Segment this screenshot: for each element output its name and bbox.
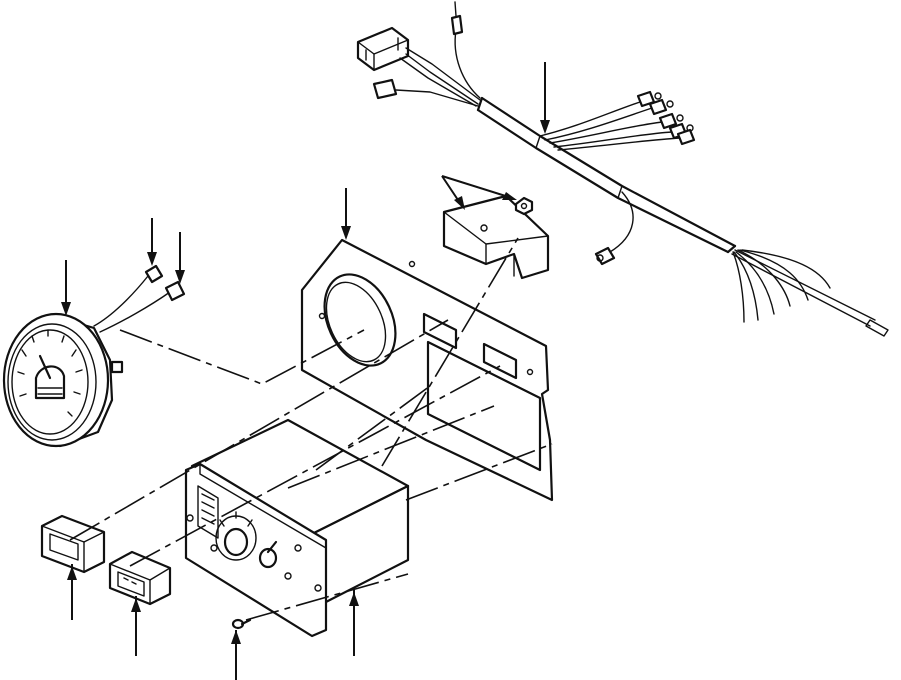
instrument-panel xyxy=(300,188,554,502)
harness-plug xyxy=(372,78,479,107)
control-box xyxy=(184,418,410,656)
bulb-sockets xyxy=(144,218,186,302)
switch-plate xyxy=(108,550,172,656)
harness-terminals xyxy=(636,90,696,146)
assembly-center-lines xyxy=(69,237,553,621)
harness-connector-block xyxy=(356,26,410,72)
gauge xyxy=(2,260,171,448)
bracket-nut xyxy=(514,196,534,216)
toggle-switch xyxy=(258,540,278,569)
screw xyxy=(231,618,252,680)
indicator-lens xyxy=(40,514,106,620)
wiring-harness xyxy=(356,1,889,337)
control-knob xyxy=(215,511,257,561)
mounting-bracket xyxy=(441,175,550,280)
